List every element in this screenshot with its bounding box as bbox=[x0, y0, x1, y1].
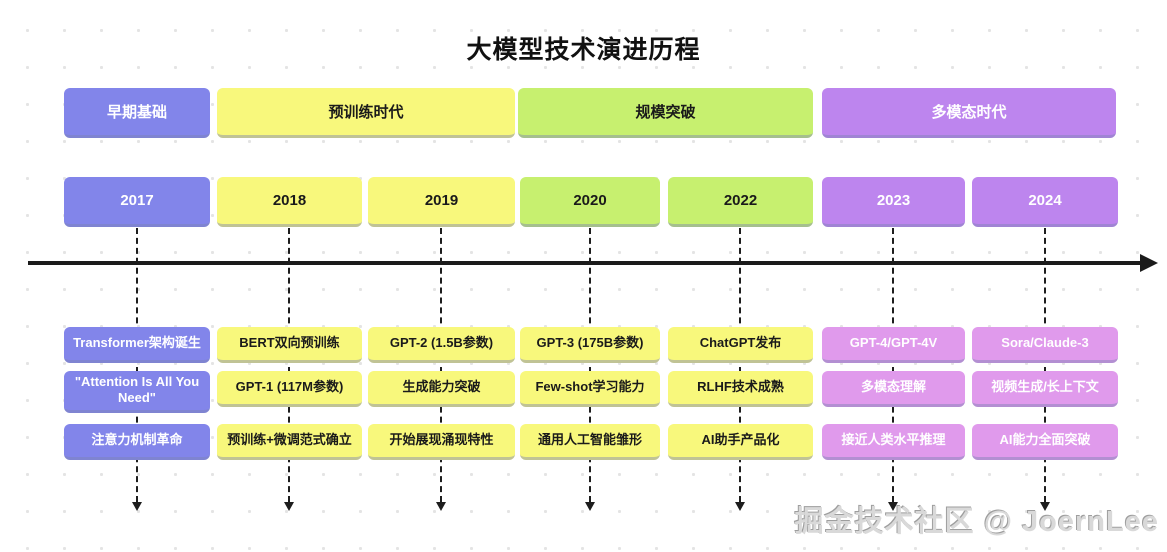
event-box: "Attention Is All You Need" bbox=[64, 371, 210, 413]
year-box-2018: 2018 bbox=[217, 177, 362, 227]
era-box-pretraining: 预训练时代 bbox=[217, 88, 515, 138]
column-dashed-line bbox=[589, 228, 591, 502]
down-arrow-icon bbox=[1040, 502, 1050, 511]
event-box: 开始展现涌现特性 bbox=[368, 424, 515, 460]
event-box: BERT双向预训练 bbox=[217, 327, 362, 363]
event-box: AI能力全面突破 bbox=[972, 424, 1118, 460]
watermark: 掘金技术社区 @ JoernLee bbox=[794, 506, 1159, 538]
column-dashed-line bbox=[440, 228, 442, 502]
event-box: 多模态理解 bbox=[822, 371, 965, 407]
era-box-early-foundation: 早期基础 bbox=[64, 88, 210, 138]
event-box: Transformer架构诞生 bbox=[64, 327, 210, 363]
event-box: Sora/Claude-3 bbox=[972, 327, 1118, 363]
event-box: GPT-4/GPT-4V bbox=[822, 327, 965, 363]
down-arrow-icon bbox=[735, 502, 745, 511]
event-box: ChatGPT发布 bbox=[668, 327, 813, 363]
year-box-2017: 2017 bbox=[64, 177, 210, 227]
down-arrow-icon bbox=[585, 502, 595, 511]
year-box-2023: 2023 bbox=[822, 177, 965, 227]
column-dashed-line bbox=[288, 228, 290, 502]
event-box: 视频生成/长上下文 bbox=[972, 371, 1118, 407]
event-box: 通用人工智能雏形 bbox=[520, 424, 660, 460]
down-arrow-icon bbox=[132, 502, 142, 511]
event-box: 预训练+微调范式确立 bbox=[217, 424, 362, 460]
event-box: GPT-2 (1.5B参数) bbox=[368, 327, 515, 363]
column-dashed-line bbox=[739, 228, 741, 502]
down-arrow-icon bbox=[888, 502, 898, 511]
down-arrow-icon bbox=[436, 502, 446, 511]
timeline-axis bbox=[28, 261, 1144, 265]
year-box-2020: 2020 bbox=[520, 177, 660, 227]
event-box: RLHF技术成熟 bbox=[668, 371, 813, 407]
down-arrow-icon bbox=[284, 502, 294, 511]
event-box: Few-shot学习能力 bbox=[520, 371, 660, 407]
column-dashed-line bbox=[892, 228, 894, 502]
year-box-2024: 2024 bbox=[972, 177, 1118, 227]
event-box: 接近人类水平推理 bbox=[822, 424, 965, 460]
page-title: 大模型技术演进历程 bbox=[466, 36, 701, 64]
era-box-multimodal: 多模态时代 bbox=[822, 88, 1116, 138]
event-box: AI助手产品化 bbox=[668, 424, 813, 460]
year-box-2022: 2022 bbox=[668, 177, 813, 227]
event-box: 生成能力突破 bbox=[368, 371, 515, 407]
event-box: 注意力机制革命 bbox=[64, 424, 210, 460]
year-box-2019: 2019 bbox=[368, 177, 515, 227]
column-dashed-line bbox=[1044, 228, 1046, 502]
event-box: GPT-3 (175B参数) bbox=[520, 327, 660, 363]
event-box: GPT-1 (117M参数) bbox=[217, 371, 362, 407]
timeline-arrow-icon bbox=[1140, 254, 1158, 272]
era-box-scale-breakthrough: 规模突破 bbox=[518, 88, 813, 138]
column-dashed-line bbox=[136, 228, 138, 502]
